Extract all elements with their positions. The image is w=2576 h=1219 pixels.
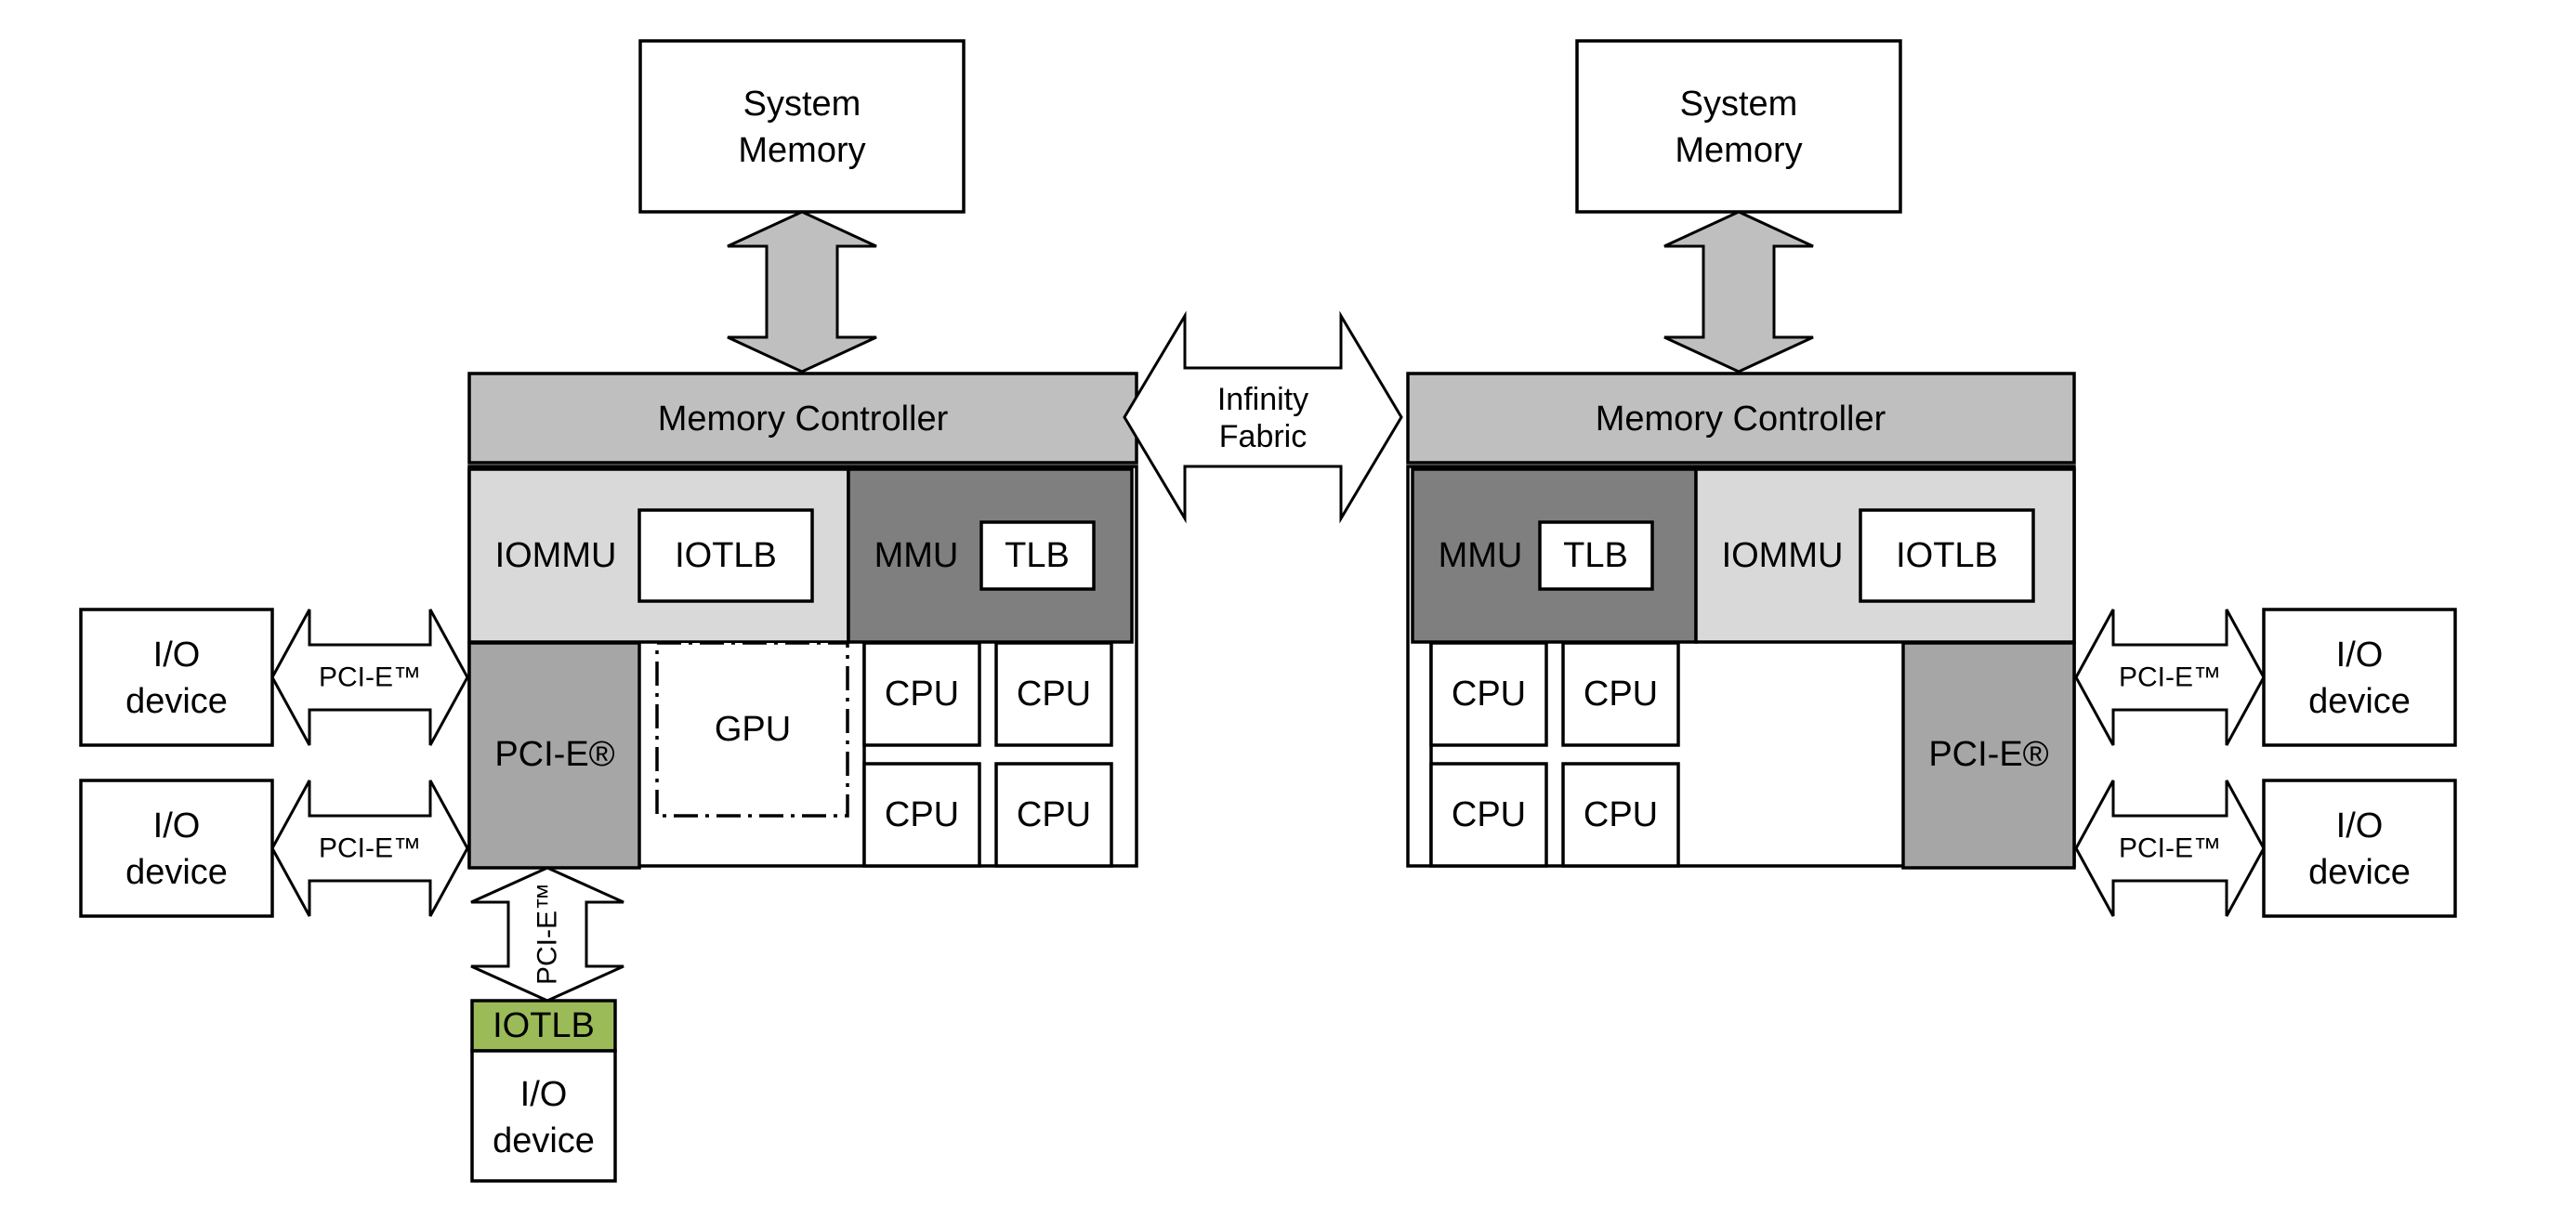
right-iommu-region: IOMMU IOTLB (1694, 467, 2076, 644)
left-cpu-3 (862, 762, 981, 868)
right-cpu-1 (1429, 641, 1548, 747)
left-cpu-1-label: CPU (885, 675, 959, 714)
left-mmu-region: MMU TLB (847, 467, 1134, 644)
left-memory-bus-arrow (727, 210, 877, 374)
right-cpu-4-label: CPU (1584, 795, 1658, 834)
right-io-device-bottom: I/O device (2262, 779, 2457, 918)
left-pcie-controller-label: PCI-E® (494, 735, 614, 774)
left-io-device-top: I/O device (79, 608, 274, 747)
right-memory-controller-label: Memory Controller (1596, 400, 1886, 439)
right-iommu-label: IOMMU (1722, 536, 1844, 575)
right-pcie-link-label-bottom: PCI-E™ (2119, 833, 2221, 864)
left-pcie-link-label-top: PCI-E™ (319, 662, 421, 693)
right-io-device-top-label-line1: I/O (2336, 636, 2384, 675)
right-mmu-label: MMU (1439, 536, 1523, 575)
left-pcie-link-label-vertical: PCI-E™ (532, 883, 563, 985)
right-pcie-controller: PCI-E® (1901, 641, 2076, 870)
right-io-device-top: I/O device (2262, 608, 2457, 747)
right-cpu-4 (1561, 762, 1680, 868)
right-cpu-grid: CPU CPU CPU CPU (1429, 641, 1680, 868)
left-io-device-bottom: I/O device (79, 779, 274, 918)
right-iommu-iotlb (1859, 508, 2035, 603)
left-gpu-label: GPU (715, 710, 791, 749)
infinity-fabric-label-line2: Fabric (1219, 419, 1307, 454)
right-cpu-2-label: CPU (1584, 675, 1658, 714)
right-cpu-3-label: CPU (1452, 795, 1526, 834)
left-system-memory: System Memory (638, 39, 966, 214)
right-pcie-controller-label: PCI-E® (1928, 735, 2048, 774)
left-iommu-label: IOMMU (495, 536, 617, 575)
left-iommu-iotlb-label: IOTLB (675, 536, 777, 575)
left-tlb-label: TLB (1005, 536, 1070, 575)
infinity-fabric-label-line1: Infinity (1217, 382, 1308, 417)
right-cpu-2 (1561, 641, 1680, 747)
infinity-fabric-arrow (1123, 310, 1403, 524)
left-io-device-bottom-label-line2: device (125, 853, 228, 892)
left-system-memory-label-line2: Memory (738, 131, 865, 170)
left-io-device-top-label-line1: I/O (153, 636, 201, 675)
left-memory-controller-label: Memory Controller (658, 400, 949, 439)
left-cpu-1 (862, 641, 981, 747)
right-io-device-bottom-label-line1: I/O (2336, 806, 2384, 845)
right-system-memory-label-line1: System (1680, 85, 1798, 124)
left-pcie-link-label-bottom: PCI-E™ (319, 833, 421, 864)
left-mmu-label: MMU (874, 536, 959, 575)
left-iommu-region: IOMMU IOTLB (467, 467, 850, 644)
right-cpu-3 (1429, 762, 1548, 868)
left-cpu-4-label: CPU (1017, 795, 1091, 834)
right-io-device-top-label-line2: device (2308, 682, 2411, 721)
left-pcie-link-arrow-top (270, 609, 469, 746)
left-cpu-2-label: CPU (1017, 675, 1091, 714)
left-cpu-3-label: CPU (885, 795, 959, 834)
right-memory-bus-arrow (1663, 210, 1814, 374)
right-cpu-1-label: CPU (1452, 675, 1526, 714)
right-system-memory-label-line2: Memory (1675, 131, 1802, 170)
left-io-device-bottom-label-line1: I/O (153, 806, 201, 845)
right-iommu-iotlb-label: IOTLB (1896, 536, 1998, 575)
left-cpu-4 (994, 762, 1113, 868)
left-cpu-2 (994, 641, 1113, 747)
right-tlb (1538, 520, 1654, 591)
left-io-device-with-iotlb: IOTLB I/O device (470, 999, 617, 1183)
left-io-device-iotlb-label-line2: device (493, 1121, 595, 1160)
right-mmu-region: MMU TLB (1411, 467, 1698, 644)
left-io-device-top-label-line2: device (125, 682, 228, 721)
device-iotlb (470, 999, 617, 1053)
right-tlb-label: TLB (1563, 536, 1628, 575)
right-memory-controller: Memory Controller (1406, 372, 2076, 465)
right-pcie-link-label-top: PCI-E™ (2119, 662, 2221, 693)
left-pcie-controller: PCI-E® (467, 641, 641, 870)
left-cpu-grid: CPU CPU CPU CPU (862, 641, 1113, 868)
left-system-memory-label-line1: System (743, 85, 861, 124)
device-iotlb-label: IOTLB (493, 1006, 595, 1045)
left-io-device-iotlb-label-line1: I/O (520, 1075, 568, 1114)
left-memory-controller: Memory Controller (467, 372, 1138, 465)
left-tlb (979, 520, 1096, 591)
left-gpu: GPU (655, 641, 849, 818)
right-system-memory: System Memory (1575, 39, 1902, 214)
left-iommu-iotlb (637, 508, 814, 603)
left-pcie-link-arrow-bottom (270, 780, 469, 917)
right-io-device-bottom-label-line2: device (2308, 853, 2411, 892)
